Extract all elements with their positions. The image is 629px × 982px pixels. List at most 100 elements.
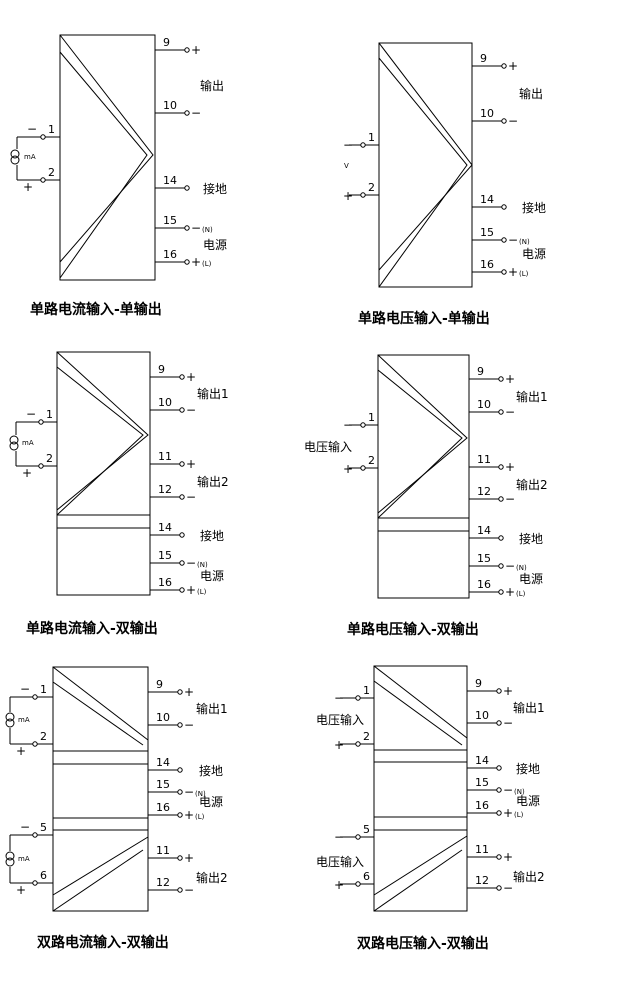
output-positive-terminal-dot bbox=[184, 47, 190, 53]
power-neutral-mark: (N) bbox=[519, 238, 530, 246]
power-line-terminal-dot bbox=[179, 587, 185, 593]
power-neutral-terminal-pin-number: 15 bbox=[480, 226, 494, 239]
output-positive-terminal-dot bbox=[177, 689, 183, 695]
output-positive-terminal-polarity: + bbox=[186, 370, 196, 384]
ground-terminal-pin-number: 14 bbox=[156, 756, 170, 769]
output-positive-terminal-pin-number: 9 bbox=[475, 677, 482, 690]
output-negative-terminal-pin-number: 10 bbox=[163, 99, 177, 112]
input-negative-polarity: − bbox=[20, 682, 30, 696]
current-source-icon-ring bbox=[10, 149, 20, 159]
output-negative-terminal-pin-number: 10 bbox=[475, 709, 489, 722]
input-type-label: 电压输入 bbox=[316, 854, 364, 869]
input-negative-pin-number: 1 bbox=[368, 411, 375, 424]
power-line-terminal-polarity: + bbox=[508, 265, 518, 279]
power-line-terminal-pin-number: 16 bbox=[158, 576, 172, 589]
power-neutral-terminal-pin-number: 15 bbox=[475, 776, 489, 789]
module-box bbox=[373, 665, 468, 912]
current-source-icon-ring bbox=[5, 712, 15, 722]
ground-label: 接地 bbox=[200, 528, 224, 543]
input-positive-terminal-dot bbox=[360, 192, 366, 198]
power-neutral-terminal-dot bbox=[496, 787, 502, 793]
output-positive-terminal-dot bbox=[179, 374, 185, 380]
signal-path-line bbox=[52, 836, 149, 896]
ground-terminal-dot bbox=[179, 532, 185, 538]
power-neutral-terminal-polarity: − bbox=[184, 785, 194, 799]
output-negative-terminal-polarity: − bbox=[186, 490, 196, 504]
output-negative-terminal-pin-number: 12 bbox=[475, 874, 489, 887]
signal-path-line bbox=[373, 665, 468, 739]
input-type-label: mA bbox=[24, 153, 36, 161]
output-positive-terminal-pin-number: 9 bbox=[163, 36, 170, 49]
power-neutral-mark: (N) bbox=[202, 226, 213, 234]
ground-terminal-pin-number: 14 bbox=[477, 524, 491, 537]
power-neutral-terminal-pin-number: 15 bbox=[163, 214, 177, 227]
output-positive-terminal-pin-number: 9 bbox=[156, 678, 163, 691]
ground-terminal-dot bbox=[184, 185, 190, 191]
terminal-diagram: 9+10−输出111+12−输出214接地15−16+(N)(L)电源12mA−… bbox=[9, 351, 229, 637]
power-label: 电源 bbox=[203, 238, 227, 252]
power-line-terminal-pin-number: 16 bbox=[480, 258, 494, 271]
output-negative-terminal-polarity: − bbox=[184, 883, 194, 897]
power-neutral-terminal-polarity: − bbox=[186, 556, 196, 570]
output-negative-terminal-dot bbox=[184, 110, 190, 116]
input-positive-polarity: + bbox=[16, 883, 26, 897]
output-negative-terminal-dot bbox=[501, 118, 507, 124]
module-box bbox=[56, 351, 151, 596]
input-negative-polarity: − bbox=[343, 418, 353, 432]
input-positive-pin-number: 2 bbox=[46, 452, 53, 465]
power-line-terminal-polarity: + bbox=[184, 808, 194, 822]
terminal-diagram: 9+10−输出14接地15−16+(N)(L)电源12mA−+单路电流输入-单输… bbox=[10, 34, 227, 318]
input-positive-pin-number: 2 bbox=[363, 730, 370, 743]
ground-terminal-dot bbox=[501, 204, 507, 210]
power-neutral-mark: (N) bbox=[195, 790, 206, 798]
input-positive-terminal-dot bbox=[38, 463, 44, 469]
power-line-mark: (L) bbox=[516, 590, 526, 598]
input-negative-terminal-dot bbox=[32, 832, 38, 838]
output-positive-terminal-pin-number: 11 bbox=[158, 450, 172, 463]
power-line-terminal-dot bbox=[501, 269, 507, 275]
power-neutral-terminal-dot bbox=[179, 560, 185, 566]
module-box bbox=[52, 666, 149, 912]
input-negative-pin-number: 1 bbox=[46, 408, 53, 421]
input-negative-terminal-dot bbox=[360, 422, 366, 428]
output-positive-terminal-polarity: + bbox=[186, 457, 196, 471]
input-type-label: mA bbox=[22, 439, 34, 447]
power-line-terminal-dot bbox=[498, 589, 504, 595]
input-positive-pin-number: 2 bbox=[48, 166, 55, 179]
output-positive-terminal-dot bbox=[179, 461, 185, 467]
power-line-terminal-polarity: + bbox=[503, 806, 513, 820]
power-line-mark: (L) bbox=[519, 270, 529, 278]
power-line-mark: (L) bbox=[202, 260, 212, 268]
output-positive-terminal-pin-number: 9 bbox=[477, 365, 484, 378]
power-line-terminal-pin-number: 16 bbox=[477, 578, 491, 591]
input-type-label: 电压输入 bbox=[316, 712, 364, 727]
input-positive-polarity: + bbox=[22, 466, 32, 480]
ground-terminal-pin-number: 14 bbox=[158, 521, 172, 534]
power-line-terminal-polarity: + bbox=[186, 583, 196, 597]
power-line-terminal-dot bbox=[496, 810, 502, 816]
output-negative-terminal-pin-number: 10 bbox=[156, 711, 170, 724]
input-positive-polarity: + bbox=[16, 744, 26, 758]
input-negative-polarity: − bbox=[26, 407, 36, 421]
terminal-diagram: 9+10−输出111+12−输出214接地15−16+(N)(L)电源12−+电… bbox=[316, 665, 545, 952]
output-positive-terminal-polarity: + bbox=[184, 851, 194, 865]
input-positive-pin-number: 6 bbox=[363, 870, 370, 883]
power-neutral-terminal-dot bbox=[184, 225, 190, 231]
output-label: 输出2 bbox=[516, 477, 548, 492]
power-label: 电源 bbox=[200, 569, 224, 583]
input-positive-pin-number: 2 bbox=[368, 454, 375, 467]
signal-path-line bbox=[56, 366, 144, 516]
input-positive-terminal-dot bbox=[355, 741, 361, 747]
current-source-icon-ring bbox=[5, 718, 15, 728]
output-negative-terminal-polarity: − bbox=[186, 403, 196, 417]
output-negative-terminal-dot bbox=[177, 887, 183, 893]
output-negative-terminal-dot bbox=[177, 722, 183, 728]
power-neutral-mark: (N) bbox=[197, 561, 208, 569]
output-label: 输出1 bbox=[196, 701, 228, 716]
power-neutral-terminal-pin-number: 15 bbox=[158, 549, 172, 562]
power-line-terminal-polarity: + bbox=[505, 585, 515, 599]
input-negative-pin-number: 1 bbox=[40, 683, 47, 696]
ground-label: 接地 bbox=[516, 761, 540, 776]
output-negative-terminal-polarity: − bbox=[503, 716, 513, 730]
